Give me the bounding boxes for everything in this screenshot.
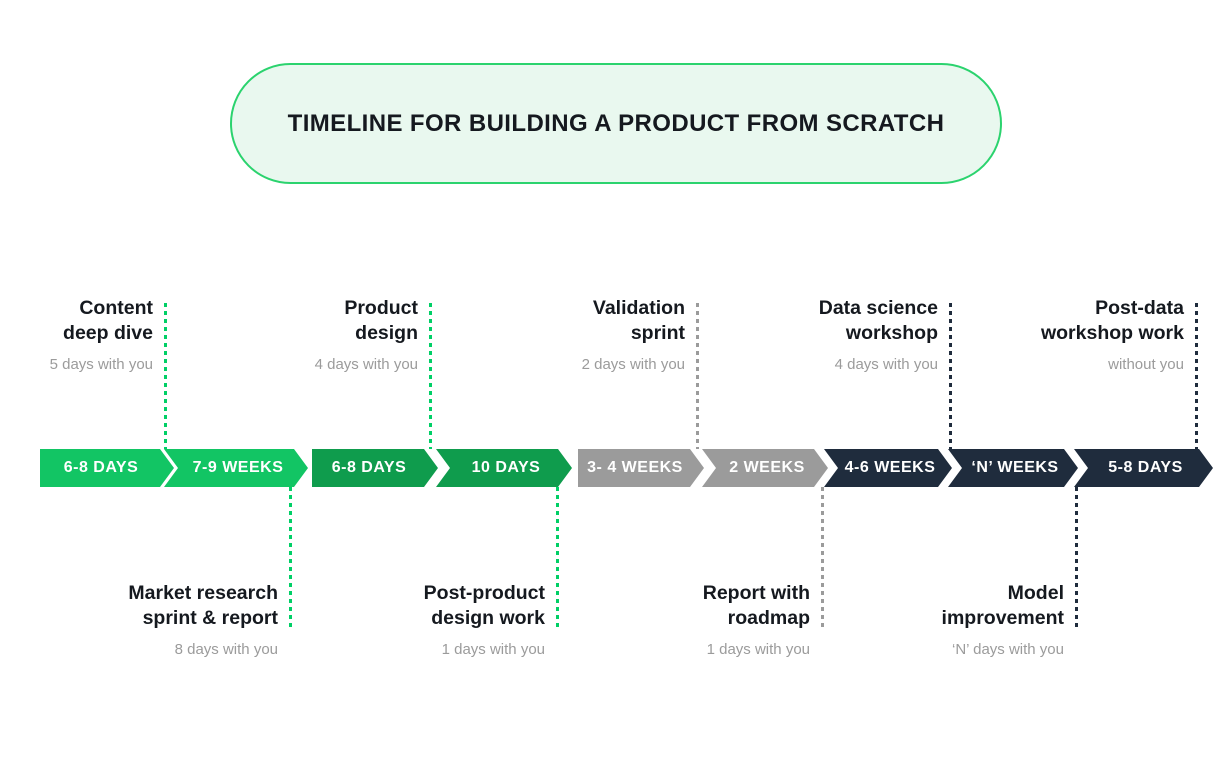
segment-label: 5-8 DAYS (1108, 459, 1183, 476)
title-banner: TIMELINE FOR BUILDING A PRODUCT FROM SCR… (230, 63, 1002, 184)
segment-label: 7-9 WEEKS (192, 459, 284, 476)
segment-label: 4-6 WEEKS (844, 459, 936, 476)
connector-market-research (289, 487, 292, 631)
page-title: TIMELINE FOR BUILDING A PRODUCT FROM SCR… (287, 109, 945, 137)
timeline-segment-7: 4-6 WEEKS (824, 449, 952, 487)
timeline-segment-5: 3- 4 WEEKS (578, 449, 704, 487)
segment-label: 6-8 DAYS (331, 459, 407, 476)
milestone-duration: without you (1108, 356, 1184, 373)
timeline-segment-6: 2 WEEKS (702, 449, 828, 487)
milestone-duration: 1 days with you (706, 641, 810, 658)
timeline-segment-9: 5-8 DAYS (1074, 449, 1213, 487)
milestone-duration: 5 days with you (49, 356, 153, 373)
connector-content-deep-dive (164, 303, 167, 449)
connector-report-with-roadmap (821, 487, 824, 631)
connector-product-design (429, 303, 432, 449)
segment-label: ‘N’ WEEKS (971, 459, 1059, 476)
segment-label: 6-8 DAYS (63, 459, 139, 476)
segment-label: 3- 4 WEEKS (587, 459, 683, 476)
milestone-duration: 8 days with you (174, 641, 278, 658)
timeline-segment-4: 10 DAYS (436, 449, 572, 487)
connector-model-improvement (1075, 487, 1078, 631)
timeline-segment-2: 7-9 WEEKS (164, 449, 308, 487)
segment-label: 2 WEEKS (729, 459, 805, 476)
timeline-segment-1: 6-8 DAYS (40, 449, 174, 487)
milestone-duration: ‘N’ days with you (952, 641, 1064, 658)
connector-post-product-design (556, 487, 559, 631)
connector-validation-sprint (696, 303, 699, 449)
milestone-duration: 2 days with you (581, 356, 685, 373)
timeline-segment-8: ‘N’ WEEKS (948, 449, 1078, 487)
milestone-duration: 4 days with you (834, 356, 938, 373)
milestone-duration: 1 days with you (441, 641, 545, 658)
timeline-segment-3: 6-8 DAYS (312, 449, 438, 487)
segment-label: 10 DAYS (471, 459, 541, 476)
connector-post-data-workshop-work (1195, 303, 1198, 449)
milestone-duration: 4 days with you (314, 356, 418, 373)
connector-data-science-workshop (949, 303, 952, 449)
